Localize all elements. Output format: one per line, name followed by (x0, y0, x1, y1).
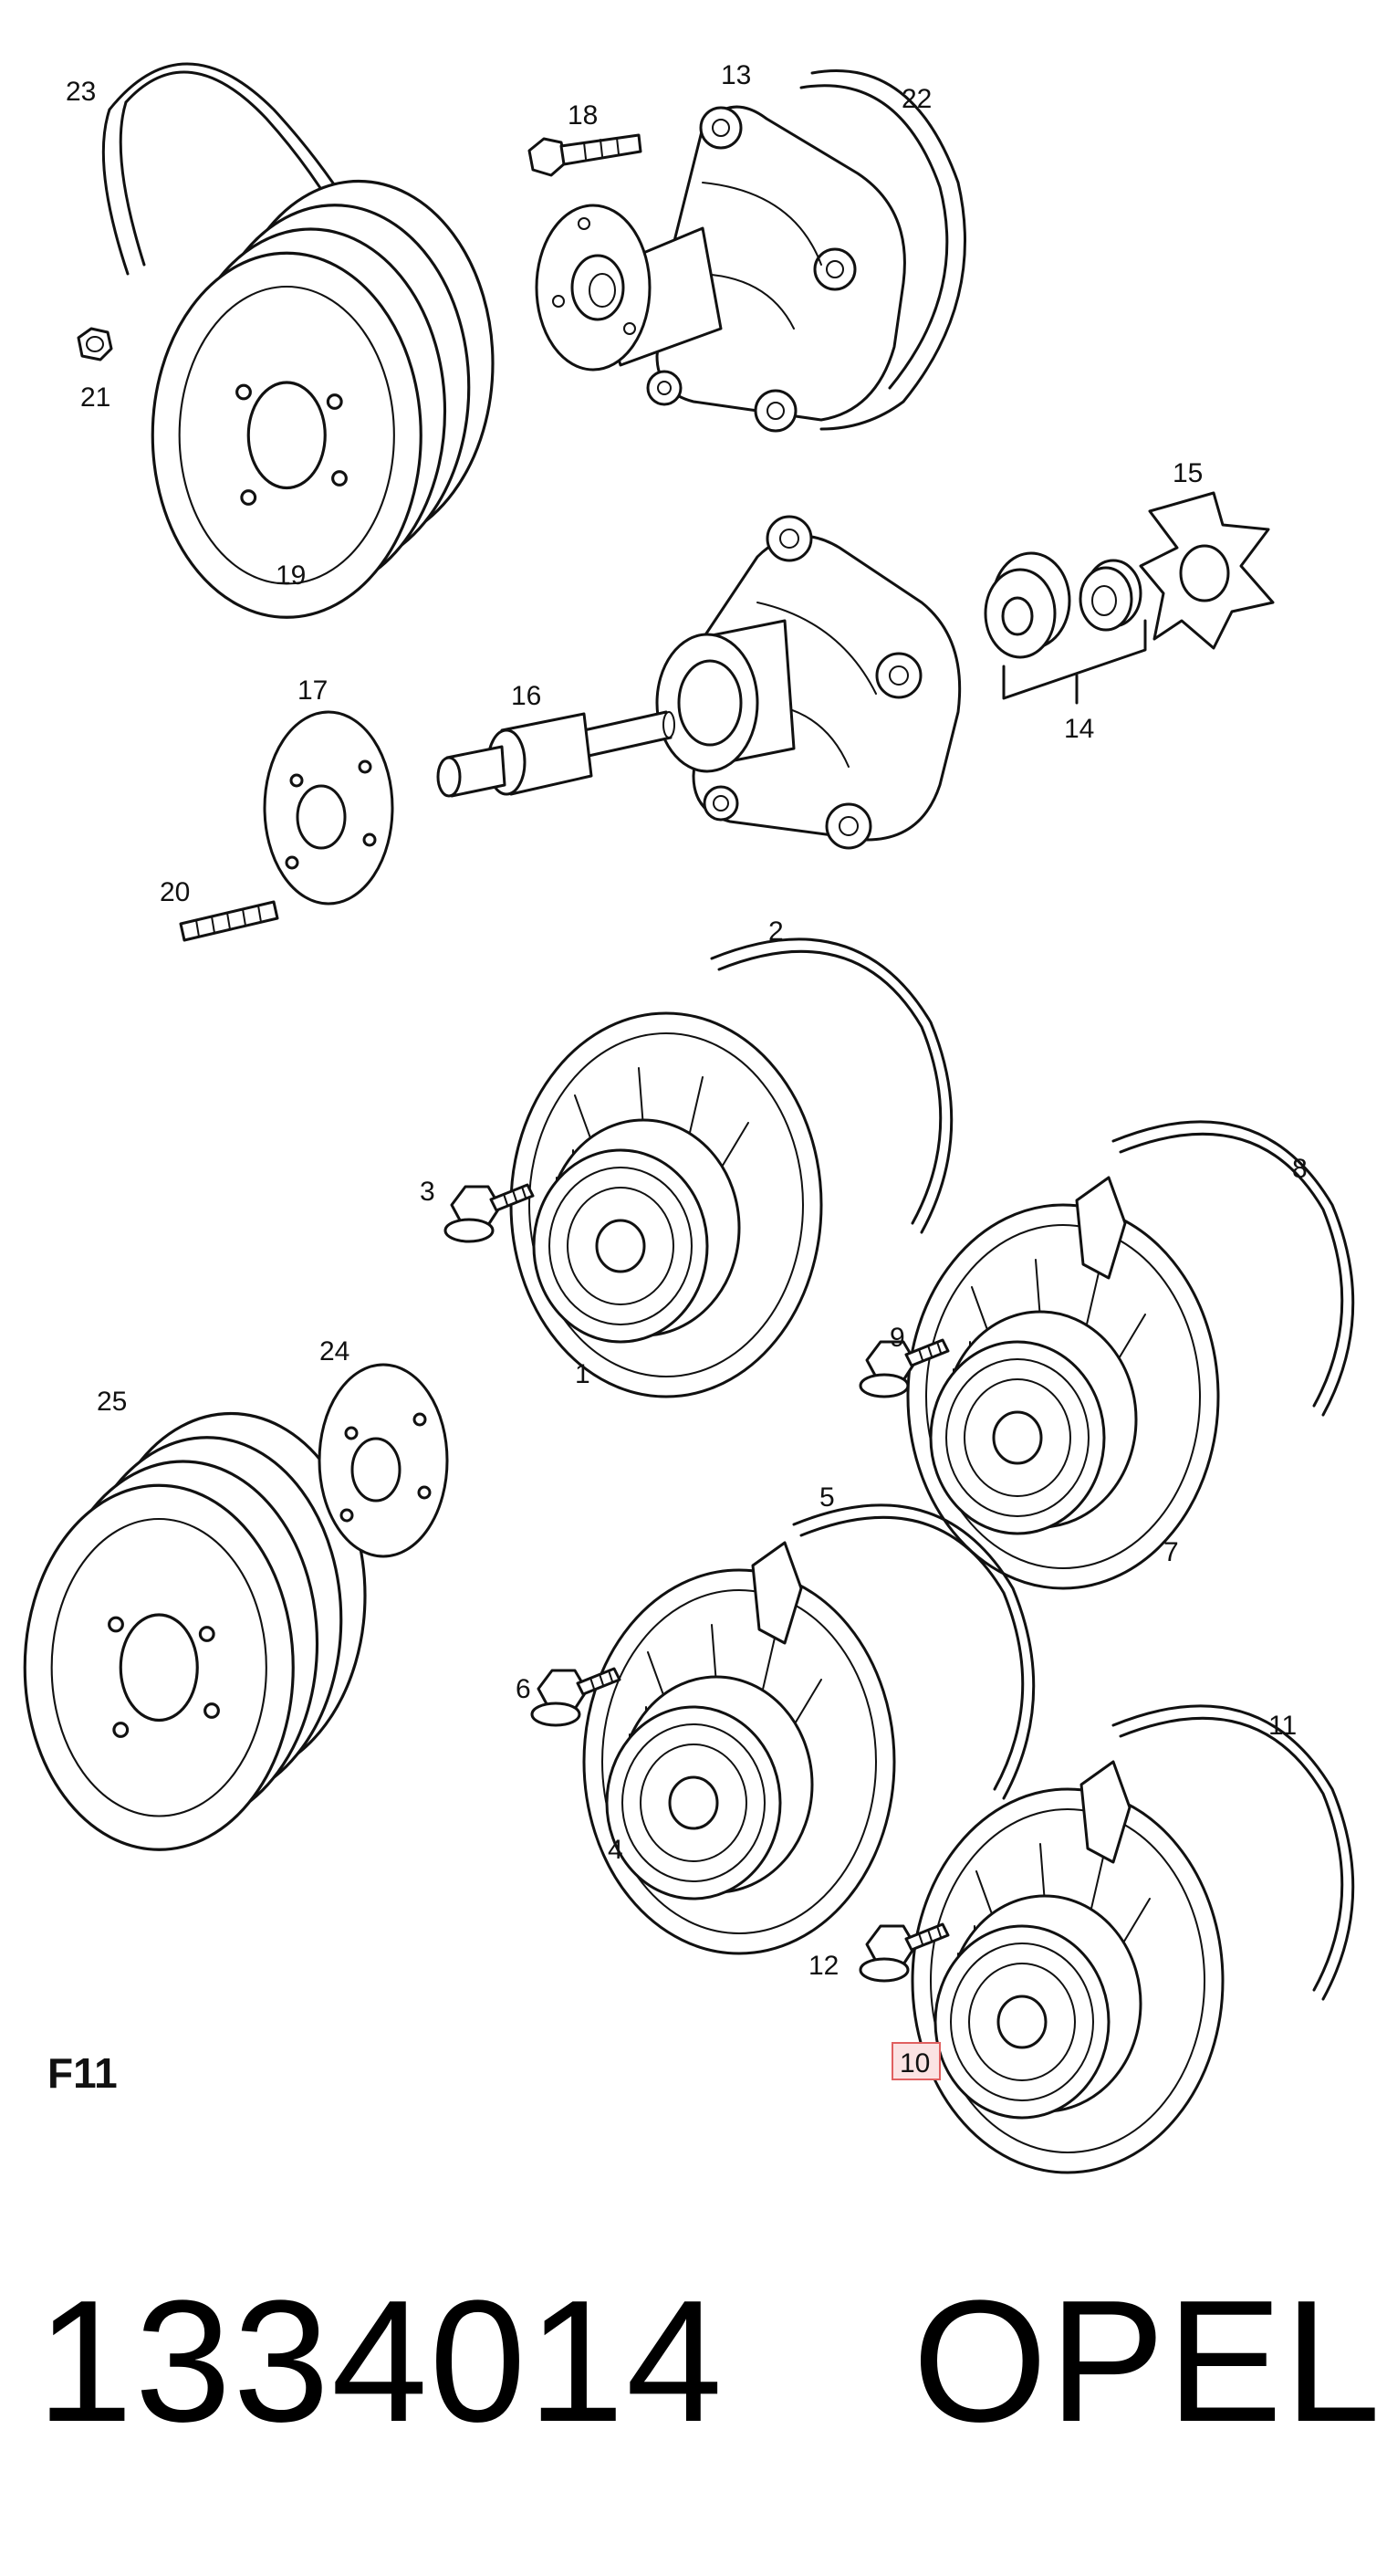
water-pump-1 (509, 1011, 823, 1398)
callout-17: 17 (297, 675, 328, 706)
impeller-15 (1139, 491, 1275, 650)
stud-20 (179, 900, 279, 942)
callout-labels: 23 13 18 22 21 19 15 17 16 14 20 2 3 1 8… (66, 60, 1308, 2080)
callout-5: 5 (819, 1482, 835, 1513)
section-code: F11 (47, 2049, 118, 2097)
brand-name: OPEL (912, 2265, 1382, 2458)
callout-4: 4 (608, 1835, 623, 1865)
bolt-18 (527, 133, 642, 177)
callout-23: 23 (66, 77, 96, 107)
flange-17 (263, 710, 394, 906)
callout-7: 7 (1163, 1537, 1179, 1567)
pulley-25 (23, 1411, 367, 1851)
seal-set-14 (984, 551, 1147, 705)
callout-13: 13 (721, 60, 751, 90)
callout-8: 8 (1292, 1154, 1308, 1184)
hub-24 (318, 1363, 449, 1558)
callout-10-highlight (892, 2042, 941, 2080)
callout-12: 12 (808, 1951, 839, 1981)
callout-25: 25 (97, 1387, 127, 1417)
water-pump-10 (912, 1762, 1223, 2173)
callout-24: 24 (319, 1336, 349, 1367)
callout-20: 20 (160, 877, 190, 907)
callout-15: 15 (1173, 458, 1203, 488)
callout-19: 19 (276, 560, 306, 591)
callout-2: 2 (768, 916, 784, 947)
callout-10: 10 (900, 2048, 930, 2079)
callout-22: 22 (902, 84, 932, 114)
callout-14: 14 (1064, 714, 1094, 744)
pump-housing-exploded (655, 515, 962, 850)
callout-21: 21 (80, 382, 110, 413)
callout-9: 9 (890, 1323, 905, 1353)
callout-6: 6 (516, 1674, 531, 1704)
callout-11: 11 (1268, 1711, 1297, 1741)
callout-3: 3 (420, 1177, 435, 1207)
callout-1: 1 (575, 1359, 590, 1389)
pump-housing-13 (535, 105, 906, 433)
water-pump-4 (584, 1543, 894, 1953)
pulley-19 (151, 179, 495, 619)
part-number: 1334014 (36, 2265, 725, 2458)
callout-16: 16 (511, 681, 541, 711)
nut-21 (77, 327, 113, 361)
callout-18: 18 (568, 100, 598, 131)
shaft-bearing-16 (436, 710, 675, 798)
gasket-22 (799, 69, 966, 431)
